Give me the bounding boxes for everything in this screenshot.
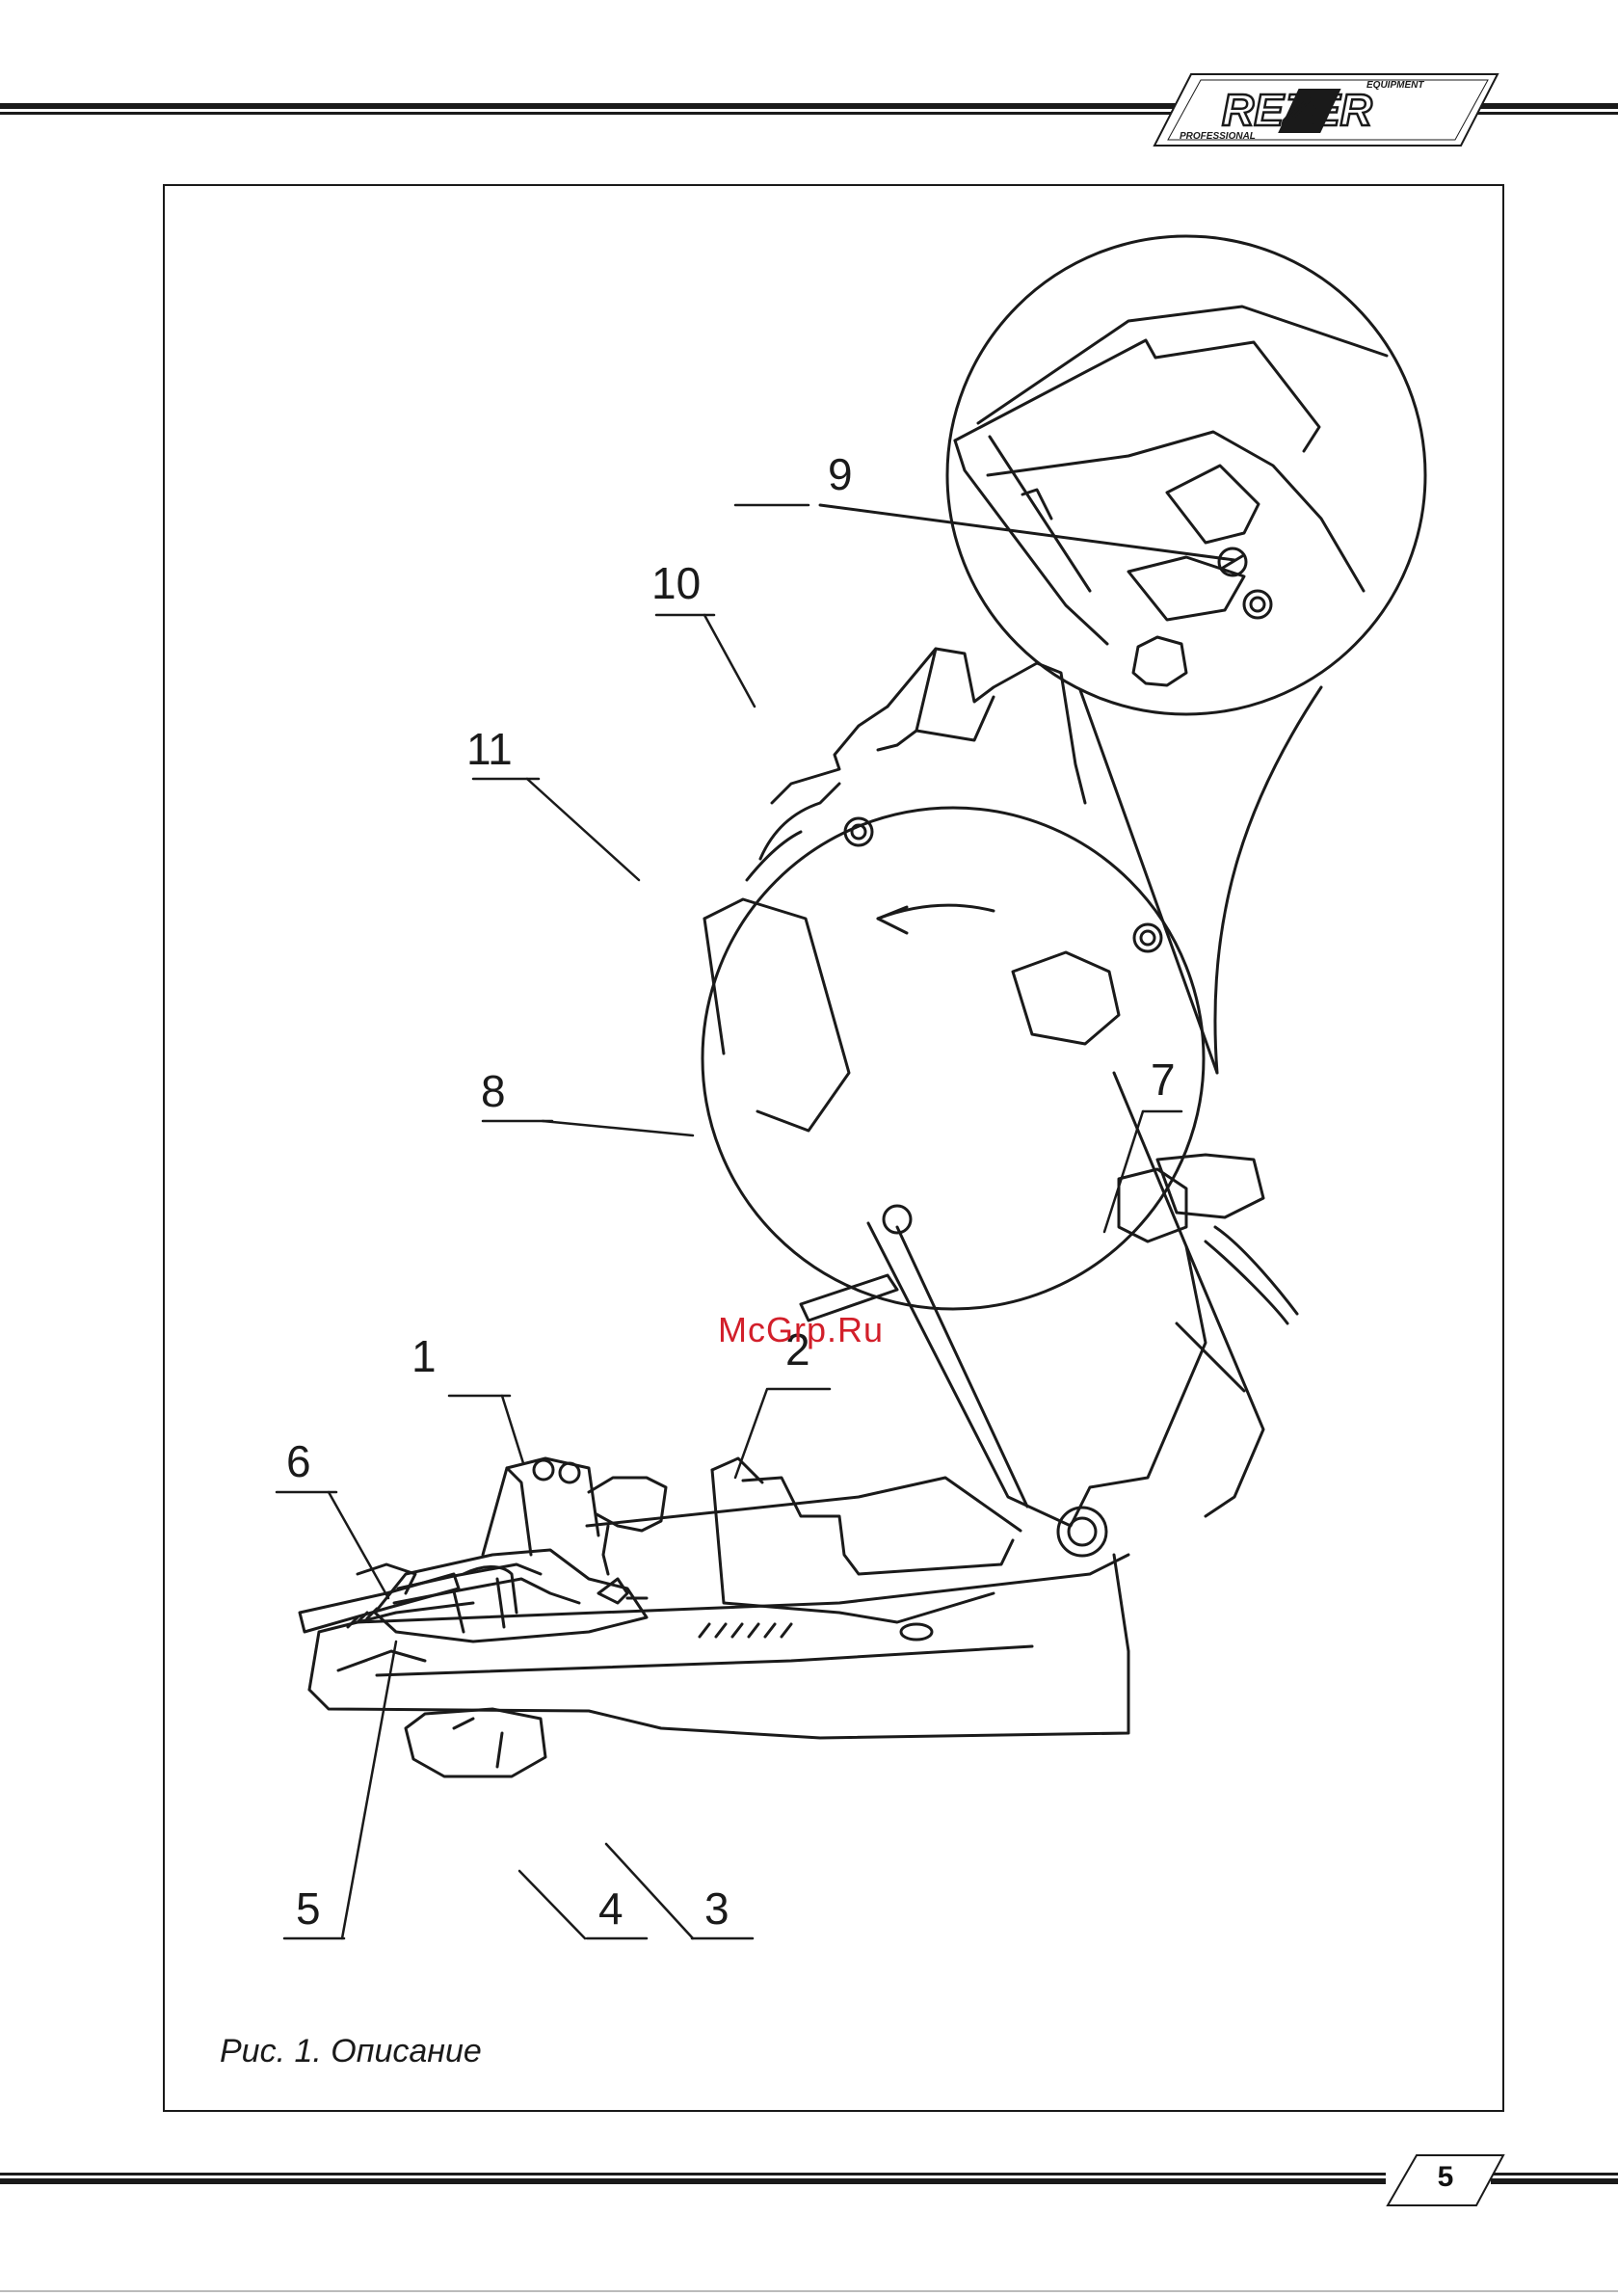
callout-5: 5: [296, 1882, 321, 1935]
figure-frame: 1 2 3 4 5 6 7 8 9 10 11 McGrp.Ru Рис. 1.…: [163, 184, 1504, 2112]
base-and-vise: [300, 1458, 1128, 1776]
callout-6: 6: [286, 1435, 311, 1487]
figure-caption: Рис. 1. Описание: [220, 2033, 482, 2070]
callout-11: 11: [466, 723, 513, 775]
page-number: 5: [1417, 2161, 1474, 2194]
callout-3: 3: [704, 1882, 729, 1935]
callout-7: 7: [1151, 1054, 1176, 1106]
callout-9: 9: [828, 448, 853, 500]
callout-4: 4: [598, 1882, 623, 1935]
watermark: McGrp.Ru: [718, 1310, 884, 1350]
wheel-guard: [703, 649, 1204, 1309]
detail-magnifier: [820, 236, 1425, 1073]
page-bottom-line: [0, 2290, 1618, 2292]
footer-rule-right: [1491, 2173, 1618, 2188]
callout-1: 1: [411, 1330, 437, 1382]
rezer-logo: REZER EQUIPMENT PROFESSIONAL: [1153, 71, 1499, 148]
header-rule-left: [0, 103, 1200, 119]
callout-10: 10: [651, 557, 701, 609]
logo-tag-top: EQUIPMENT: [1366, 80, 1424, 91]
rezer-logo-graphic: REZER EQUIPMENT PROFESSIONAL: [1153, 71, 1499, 148]
logo-tag-bottom: PROFESSIONAL: [1180, 131, 1256, 142]
footer-rule-left: [0, 2173, 1386, 2188]
callout-8: 8: [481, 1065, 506, 1117]
logo-brand-text: REZER: [1222, 85, 1372, 135]
